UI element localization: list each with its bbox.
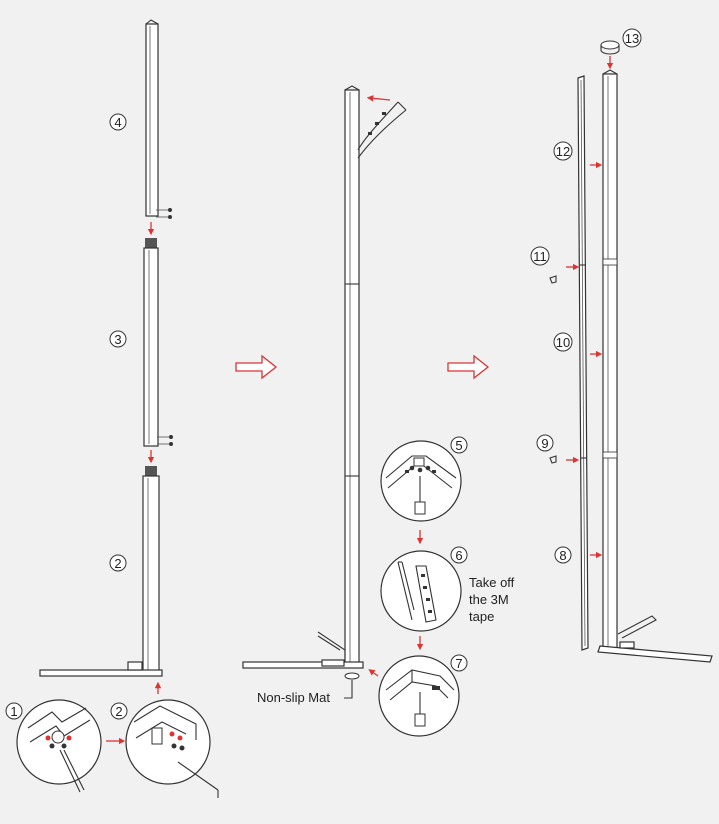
arrow-7-mat [368, 669, 379, 677]
column-3-covers [549, 40, 713, 663]
svg-text:8: 8 [559, 548, 566, 563]
svg-text:10: 10 [556, 335, 570, 350]
detail-circle-5 [380, 440, 462, 522]
step-number-13: 13 [622, 28, 642, 48]
step-number-5: 5 [450, 436, 468, 454]
svg-text:7: 7 [455, 656, 462, 671]
step-number-10: 10 [553, 332, 573, 352]
big-arrow-right-1 [235, 354, 278, 380]
step-number-12: 12 [553, 141, 573, 161]
clip-9 [549, 455, 557, 464]
detail-circle-6 [380, 550, 462, 632]
svg-text:2: 2 [115, 704, 122, 719]
non-slip-mat-label: Non-slip Mat [257, 690, 330, 705]
column-1-stacking [16, 19, 219, 798]
big-arrow-right-2 [447, 354, 490, 380]
end-cap [600, 40, 620, 50]
base-foot-1 [39, 661, 163, 677]
tape-instruction-line-2: the 3M [469, 592, 509, 607]
svg-text:1: 1 [10, 704, 17, 719]
svg-text:2: 2 [114, 556, 121, 571]
step-number-9: 9 [536, 434, 554, 452]
step-number-7: 7 [450, 654, 468, 672]
tape-instruction-line-1: Take off [469, 575, 515, 590]
assembled-pole-2 [344, 85, 360, 665]
detail-circle-1 [16, 699, 102, 793]
pole-segment-3 [143, 238, 173, 447]
arrow-strip [366, 95, 391, 102]
step-number-1: 1 [5, 702, 23, 720]
pole-segment-2 [142, 466, 160, 673]
clip-11 [549, 275, 557, 284]
svg-text:9: 9 [541, 436, 548, 451]
svg-text:12: 12 [556, 144, 570, 159]
svg-text:11: 11 [533, 249, 547, 264]
step-number-2-detail: 2 [110, 702, 128, 720]
detail-circle-2 [125, 699, 219, 798]
tape-instruction-line-3: tape [469, 609, 494, 624]
pole-segment-4 [145, 19, 172, 219]
step-number-4: 4 [109, 113, 127, 131]
svg-text:6: 6 [455, 548, 462, 563]
detail-circle-7 [378, 655, 460, 737]
svg-text:3: 3 [114, 332, 121, 347]
cover-strip [577, 75, 589, 651]
led-strip-2 [357, 101, 407, 159]
step-number-8: 8 [554, 546, 572, 564]
step-number-11: 11 [530, 246, 550, 266]
svg-text:5: 5 [455, 438, 462, 453]
step-number-6: 6 [450, 546, 468, 564]
non-slip-mat [344, 672, 360, 680]
svg-text:4: 4 [114, 115, 121, 130]
base-foot-2 [242, 631, 364, 669]
column-2-assembled: Non-slip Mat Take off the 3M tap [242, 85, 515, 737]
step-number-3: 3 [109, 330, 127, 348]
base-foot-3 [597, 615, 713, 663]
step-number-2: 2 [109, 554, 127, 572]
svg-text:13: 13 [625, 31, 639, 46]
main-pole-3 [602, 69, 618, 649]
